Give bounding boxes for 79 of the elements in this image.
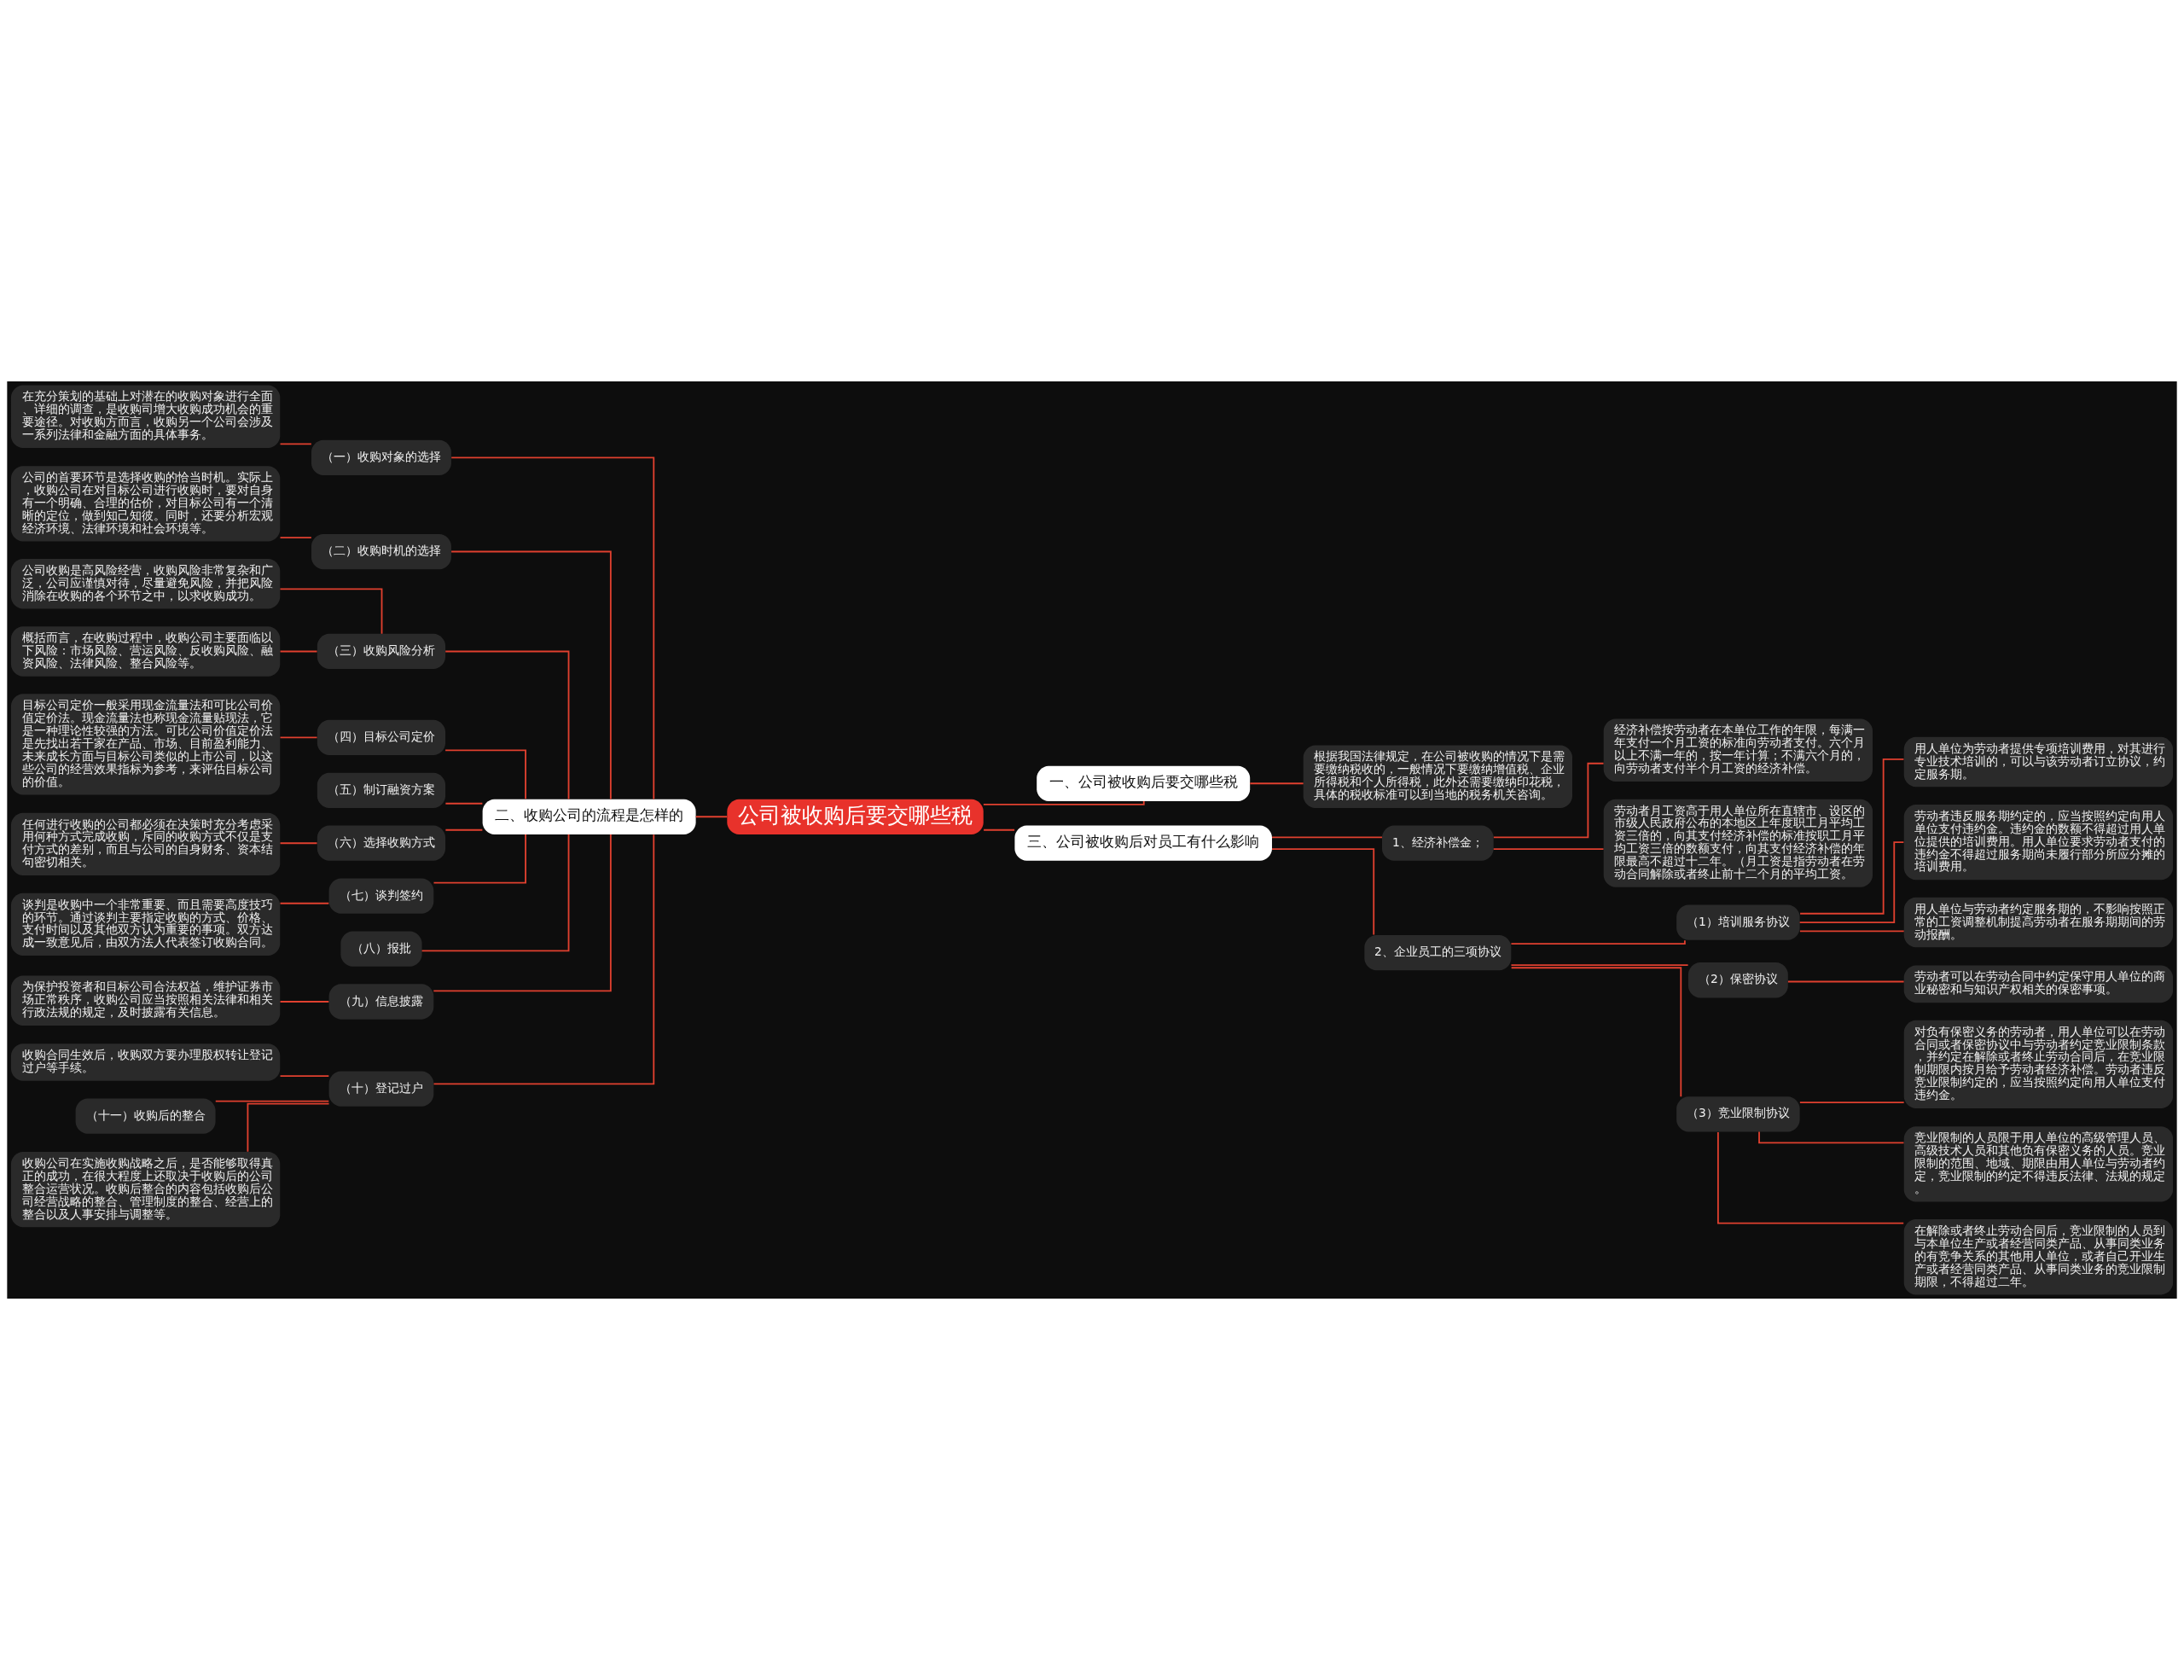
node-box: 谈判是收购中一个非常重要、而且需要高度技巧的环节。通过谈判主要指定收购的方式、价格、支付时间以及其他双方认为重要的事项。双方达成一致意见后，由双方法人代表签订收购合同。 bbox=[10, 892, 281, 956]
node-box: 经济补偿按劳动者在本单位工作的年限，每满一年支付一个月工资的标准向劳动者支付。六个月以上不满一年的，按一年计算；不满六个月的，向劳动者支付半个月工资的经济补偿。 bbox=[1603, 718, 1873, 782]
node-box: 概括而言，在收购过程中，收购公司主要面临以下风险：市场风险、营运风险、反收购风险、融资风险、法律风险、整合风险等。 bbox=[10, 626, 281, 677]
connector bbox=[983, 828, 1015, 831]
node-box: （3）竞业限制协议 bbox=[1676, 1096, 1800, 1132]
connector bbox=[247, 1102, 330, 1153]
connector bbox=[279, 537, 312, 539]
node-box: 目标公司定价一般采用现金流量法和可比公司价值定价法。现金流量法也称现金流量贴现法，它是一种理论性较强的方法。可比公司价值定价法是先找出若干家在产品、市场、目前盈利能力、未来成长方面与目标公司类似的上市公司，以这些公司的经营效果指标为参考，来评估目标公司的价值。 bbox=[10, 694, 281, 795]
connector bbox=[450, 550, 612, 800]
node-box: （三）收购风险分析 bbox=[317, 633, 446, 670]
node-box: 在解除或者终止劳动合同后，竞业限制的人员到与本单位生产或者经营同类产品、从事同类业务的有竞争关系的其他用人单位，或者自己开业生产或者经营同类产品、从事同类业务的竞业限制期限，不得超过二年。 bbox=[1903, 1219, 2174, 1295]
connector bbox=[279, 902, 330, 904]
node-box: （二）收购时机的选择 bbox=[311, 533, 451, 570]
node-box: 公司的首要环节是选择收购的恰当时机。实际上，收购公司在对目标公司进行收购时，要对自身有一个明确、合理的估价，对目标公司有一个清晰的定位，做到知己知彼。同时，还要分析宏观经济环境、法律环境和社会环境等。 bbox=[10, 466, 281, 542]
node-box: 二、收购公司的流程是怎样的 bbox=[482, 799, 696, 834]
node-box: 收购公司在实施收购战略之后，是否能够取得真正的成功，在很大程度上还取决于收购后的公司整合运营状况。收购后整合的内容包括收购后公司经营战略的整合、管理制度的整合、经营上的整合以及人事安排与调整等。 bbox=[10, 1152, 281, 1228]
connector bbox=[444, 828, 484, 831]
connector bbox=[279, 650, 318, 653]
connector bbox=[1798, 1102, 1905, 1103]
connector bbox=[279, 842, 318, 845]
connector bbox=[1798, 930, 1905, 933]
connector bbox=[1271, 836, 1383, 839]
node-box: 劳动者月工资高于用人单位所在直辖市、设区的市级人民政府公布的本地区上年度职工月平均工资三倍的，向其支付经济补偿的标准按职工月平均工资三倍的数额支付，向其支付经济补偿的年限最高不超过十二年。（月工资是指劳动者在劳动合同解除或者终止前十二个月的平均工资。 bbox=[1603, 799, 1873, 887]
node-box: 用人单位与劳动者约定服务期的，不影响按照正常的工资调整机制提高劳动者在服务期期间的劳动报酬。 bbox=[1903, 897, 2174, 948]
node-box: 为保护投资者和目标公司合法权益，维护证券市场正常秩序，收购公司应当按照相关法律和相关行政法规的规定，及时披露有关信息。 bbox=[10, 975, 281, 1026]
node-box: （2）保密协议 bbox=[1687, 962, 1788, 998]
node-box: 1、经济补偿金； bbox=[1382, 825, 1494, 861]
node-box: 竞业限制的人员限于用人单位的高级管理人员、高级技术人员和其他负有保密义务的人员。竞业限制的范围、地域、期限由用人单位与劳动者约定，竞业限制的约定不得违反法律、法规的规定。 bbox=[1903, 1126, 2174, 1202]
connector bbox=[982, 800, 1145, 805]
node-box: （四）目标公司定价 bbox=[317, 719, 446, 756]
connector bbox=[1799, 759, 1905, 915]
node-box: （九）信息披露 bbox=[328, 984, 434, 1020]
node-box: 公司收购是高风险经营，收购风险非常复杂和广泛，公司应谨慎对待，尽量避免风险，并把风险消除在收购的各个环节之中，以求收购成功。 bbox=[10, 559, 281, 609]
node-box: （七）谈判签约 bbox=[328, 878, 434, 914]
node-box: （六）选择收购方式 bbox=[317, 825, 446, 861]
node-box: 对负有保密义务的劳动者，用人单位可以在劳动合同或者保密协议中与劳动者约定竞业限制条款，并约定在解除或者终止劳动合同后，在竞业限制期限内按月给予劳动者经济补偿。劳动者违反竞业限制约定的，应当按照约定向用人单位支付违约金。 bbox=[1903, 1020, 2174, 1108]
connector bbox=[279, 1001, 330, 1003]
connector bbox=[433, 834, 612, 992]
node-box: 劳动者可以在劳动合同中约定保守用人单位的商业秘密和与知识产权相关的保密事项。 bbox=[1903, 965, 2174, 1003]
connector bbox=[1758, 1131, 1905, 1144]
connector bbox=[1510, 939, 1686, 945]
connector bbox=[1492, 848, 1605, 851]
node-box: （十一）收购后的整合 bbox=[75, 1098, 216, 1134]
node-box: （八）报批 bbox=[340, 931, 422, 967]
connector bbox=[279, 1075, 330, 1078]
connector bbox=[1510, 964, 1689, 967]
connector bbox=[279, 736, 318, 739]
connector bbox=[421, 834, 570, 952]
connector bbox=[279, 443, 312, 445]
connector bbox=[444, 802, 484, 805]
connector bbox=[444, 650, 570, 800]
connector bbox=[214, 1100, 330, 1102]
node-box: 公司被收购后要交哪些税 bbox=[727, 799, 984, 834]
node-box: 在充分策划的基础上对潜在的收购对象进行全面、详细的调查，是收购司增大收购成功机会的重要途径。对收购方而言，收购另一个公司会涉及一系列法律和金融方面的具体事务。 bbox=[10, 385, 281, 448]
connector bbox=[433, 834, 526, 884]
node-box: （1）培训服务协议 bbox=[1676, 904, 1800, 940]
node-box: （一）收购对象的选择 bbox=[311, 439, 451, 476]
node-box: 三、公司被收购后对员工有什么影响 bbox=[1014, 825, 1272, 861]
connector bbox=[450, 456, 655, 800]
node-box: 收购合同生效后，收购双方要办理股权转让登记过户等手续。 bbox=[10, 1043, 281, 1081]
connector bbox=[1787, 980, 1905, 983]
node-box: 2、企业员工的三项协议 bbox=[1364, 935, 1512, 971]
connector bbox=[433, 834, 655, 1085]
connector bbox=[1716, 1131, 1905, 1224]
node-box: 用人单位为劳动者提供专项培训费用，对其进行专业技术培训的，可以与该劳动者订立协议，约定服务期。 bbox=[1903, 736, 2174, 788]
connector bbox=[694, 816, 729, 818]
node-box: 根据我国法律规定，在公司被收购的情况下是需要缴纳税收的，一般情况下要缴纳增值税、企业所得税和个人所得税，此外还需要缴纳印花税，具体的税收标准可以到当地的税务机关咨询。 bbox=[1303, 745, 1572, 808]
connector bbox=[444, 749, 526, 800]
node-box: （五）制订融资方案 bbox=[317, 772, 446, 808]
connector bbox=[1271, 848, 1375, 936]
connector bbox=[1249, 782, 1304, 785]
connector bbox=[279, 588, 383, 635]
node-box: 任何进行收购的公司都必须在决策时充分考虑采用何种方式完成收购，斥同的收购方式不仅是支付方式的差别，而且与公司的自身财务、资本结句密切相关。 bbox=[10, 812, 281, 876]
connector bbox=[1492, 762, 1605, 839]
node-box: 劳动者违反服务期约定的，应当按照约定向用人单位支付违约金。违约金的数额不得超过用人单位提供的培训费用。用人单位要求劳动者支付的违约金不得超过服务期尚未履行部分所应分摊的培训费用。 bbox=[1903, 804, 2174, 881]
node-box: 一、公司被收购后要交哪些税 bbox=[1037, 765, 1251, 801]
connector bbox=[1510, 967, 1682, 1098]
connector bbox=[1798, 841, 1905, 924]
node-box: （十）登记过户 bbox=[328, 1071, 434, 1107]
